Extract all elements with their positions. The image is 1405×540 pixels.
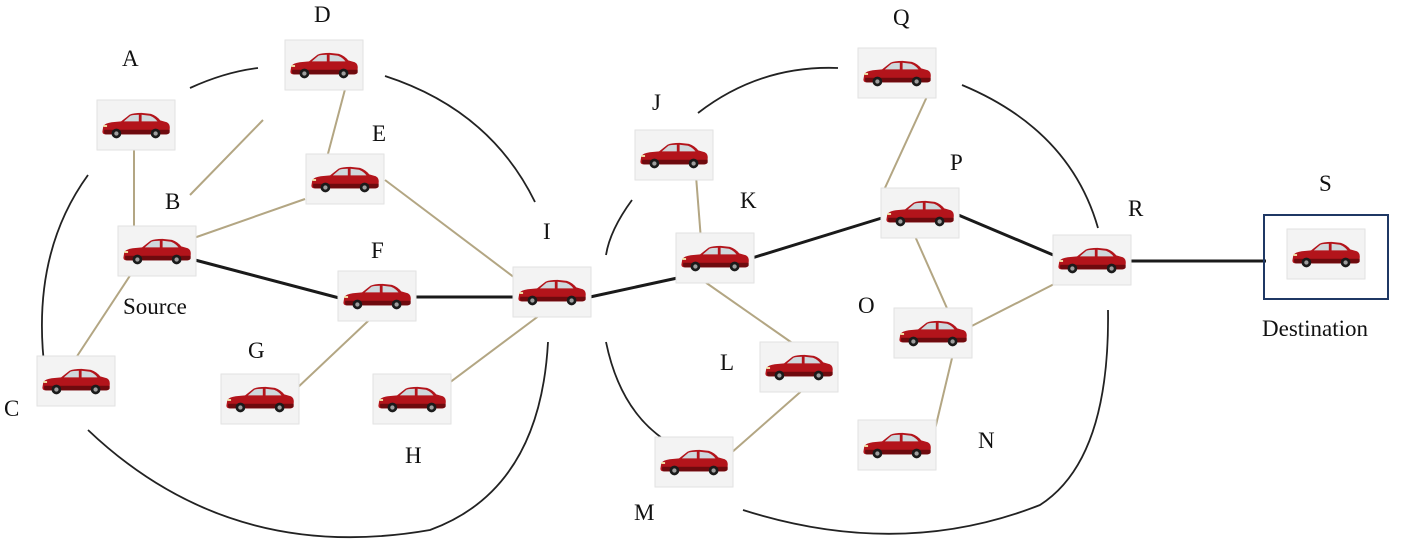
cluster-arc-3 bbox=[41, 174, 89, 373]
node-label-g: G bbox=[248, 338, 265, 363]
node-label-e: E bbox=[372, 121, 386, 146]
cluster-arc-8 bbox=[605, 341, 666, 441]
link-d-e bbox=[324, 77, 349, 166]
node-label-r: R bbox=[1128, 196, 1144, 221]
destination-box bbox=[1263, 214, 1389, 300]
cluster-arc-1 bbox=[189, 67, 259, 89]
node-label-s: S bbox=[1319, 171, 1332, 196]
node-label-i: I bbox=[543, 219, 551, 244]
node-label-l: L bbox=[720, 350, 734, 375]
cluster-arc-9 bbox=[742, 309, 1109, 535]
link-e-i bbox=[384, 179, 524, 285]
destination-label: Destination bbox=[1262, 316, 1369, 341]
node-label-n: N bbox=[978, 428, 995, 453]
cluster-arc-6 bbox=[605, 199, 633, 256]
link-p-r bbox=[955, 212, 1059, 259]
node-label-f: F bbox=[371, 238, 384, 263]
link-source-f bbox=[194, 258, 344, 301]
node-label-c: C bbox=[4, 396, 19, 421]
node-label-k: K bbox=[740, 188, 757, 213]
cluster-arc-5 bbox=[697, 66, 839, 114]
node-label-o: O bbox=[858, 293, 875, 318]
link-i-k bbox=[589, 275, 683, 299]
node-label-a: A bbox=[122, 46, 139, 71]
link-l-m bbox=[721, 379, 815, 462]
link-j-k bbox=[695, 175, 702, 241]
source-label: Source bbox=[123, 294, 187, 319]
node-label-m: M bbox=[634, 500, 654, 525]
node-label-q: Q bbox=[893, 5, 910, 30]
node-label-d: D bbox=[314, 2, 331, 27]
link-q-p bbox=[883, 89, 931, 191]
cluster-arc-7 bbox=[961, 84, 1099, 229]
node-label-b: B bbox=[165, 189, 180, 214]
node-label-j: J bbox=[652, 90, 661, 115]
cluster-boundaries bbox=[41, 66, 1109, 539]
link-h-i bbox=[436, 305, 553, 393]
node-label-h: H bbox=[405, 443, 422, 468]
cluster-arc-4 bbox=[87, 341, 549, 539]
link-b-d bbox=[189, 119, 264, 196]
link-source-e bbox=[187, 198, 306, 241]
link-o-r bbox=[957, 279, 1063, 334]
node-labels: A B C D E F G H I J K L M N O P Q R S So… bbox=[4, 2, 1369, 525]
node-label-p: P bbox=[950, 150, 963, 175]
cluster-arc-2 bbox=[384, 75, 536, 203]
vehicles-layer bbox=[42, 52, 1360, 476]
link-k-p bbox=[751, 215, 886, 260]
